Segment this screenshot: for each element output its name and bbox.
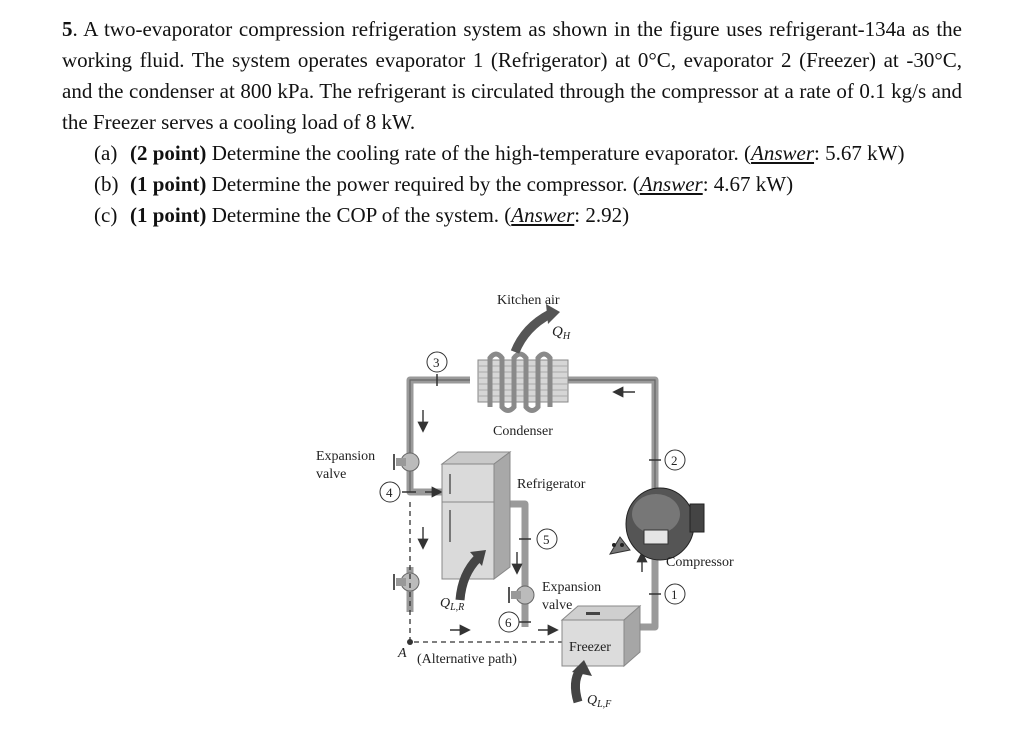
part-c: (c) (1 point) Determine the COP of the sy… [62,200,962,231]
answer-value: : 2.92) [574,203,630,227]
state-3-label: 3 [433,355,440,370]
part-a: (a) (2 point) Determine the cooling rate … [62,138,962,169]
refrigeration-diagram: Kitchen air QH Condenser Refrigerator QL… [316,293,734,710]
part-label: (b) [94,172,119,196]
condenser-coil [477,351,569,413]
part-points: (1 point) [130,172,207,196]
kitchen-air-label: Kitchen air [497,293,560,308]
answer-value: : 5.67 kW) [814,141,905,165]
state-6-label: 6 [505,615,512,630]
alternative-path-label: (Alternative path) [417,652,517,667]
expansion-valve-2-line1: Expansion [542,580,601,595]
refrigerator-label: Refrigerator [517,477,586,492]
parts-list: (a) (2 point) Determine the cooling rate … [62,138,962,231]
part-label: (c) [94,203,118,227]
expansion-valve-2-line2: valve [542,598,572,613]
problem-statement: 5. A two-evaporator compression refriger… [62,14,962,138]
point-a-dot [407,639,413,645]
state-markers: 3 2 4 5 1 6 [379,351,686,633]
problem-text: 5. A two-evaporator compression refriger… [62,14,962,231]
qlf-label: QL,F [587,693,612,710]
part-points: (1 point) [130,203,207,227]
answer-word: Answer [639,172,703,196]
qlr-label: QL,R [440,596,464,613]
part-text: Determine the power required by the comp… [206,172,640,196]
state-1-label: 1 [671,587,678,602]
part-points: (2 point) [130,141,207,165]
freezer-unit [560,604,642,668]
heat-in-refrigerator-arrow [455,550,486,601]
qh-label: QH [552,324,571,342]
answer-word: Answer [751,141,815,165]
part-label: (a) [94,141,118,165]
state-5-label: 5 [543,532,550,547]
part-b: (b) (1 point) Determine the power require… [62,169,962,200]
expansion-valve-1 [393,452,420,472]
expansion-valve-alt [393,572,420,592]
compressor-unit [609,487,705,561]
point-a-label: A [397,646,407,661]
statement-text: . A two-evaporator compression refrigera… [62,17,962,134]
part-text: Determine the cooling rate of the high-t… [206,141,752,165]
answer-word: Answer [511,203,575,227]
heat-in-freezer-arrow [570,660,592,704]
compressor-label: Compressor [666,555,734,570]
heat-out-arrow [510,304,560,354]
state-2-label: 2 [671,453,678,468]
part-text: Determine the COP of the system. ( [206,203,512,227]
condenser-label: Condenser [493,424,553,439]
problem-number: 5 [62,17,73,41]
state-4-label: 4 [386,485,393,500]
refrigerator-unit [440,451,512,580]
expansion-valve-1-line2: valve [316,467,346,482]
expansion-valve-2 [508,585,535,605]
answer-value: : 4.67 kW) [702,172,794,196]
expansion-valve-1-line1: Expansion [316,449,375,464]
freezer-label: Freezer [569,640,611,655]
